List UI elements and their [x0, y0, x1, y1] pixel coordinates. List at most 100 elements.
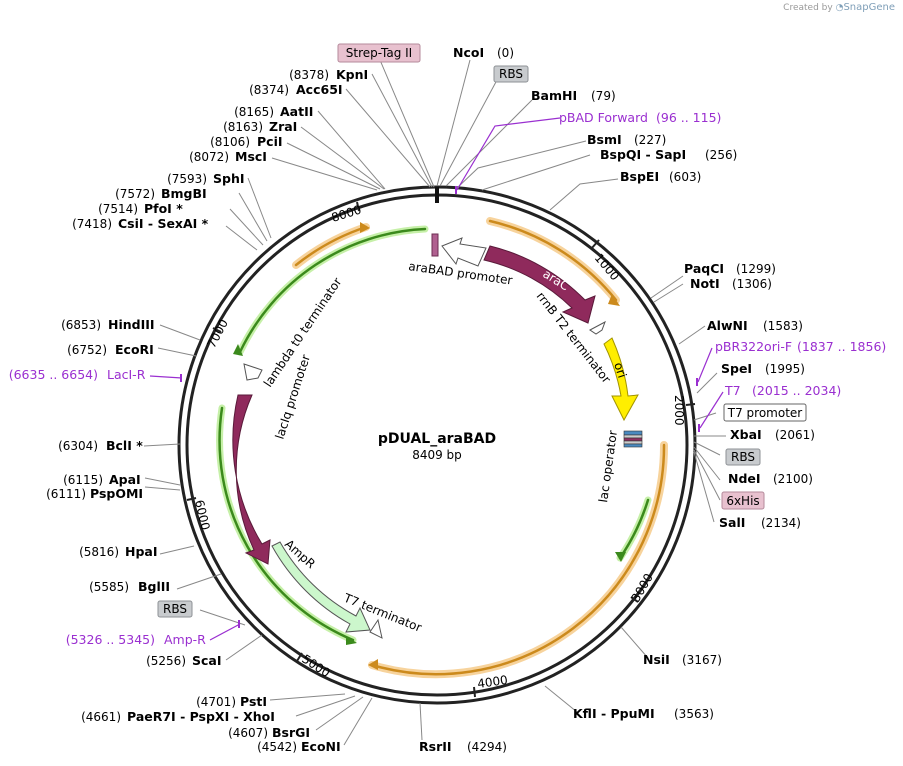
- site-sali-pos: (2134): [761, 516, 801, 530]
- origin-marker: [435, 187, 439, 203]
- site-msci: MscI: [235, 149, 267, 164]
- lac-operator-label: lac operator: [596, 429, 620, 503]
- primer-laci-r-range: (6635 .. 6654): [9, 367, 98, 382]
- site-ndei: NdeI: [728, 471, 761, 486]
- primer-pbr322ori-f-range: (1837 .. 1856): [797, 339, 886, 354]
- site-pspomi: PspOMI: [90, 486, 143, 501]
- site-hindiii-pos: (6853): [61, 318, 101, 332]
- green-arc-1: [238, 227, 427, 354]
- tick-label-8000: 8000: [330, 203, 363, 225]
- site-bcli: BclI *: [106, 438, 143, 453]
- site-aatii-pos: (8165): [234, 105, 274, 119]
- tick-mark-6000: [186, 497, 197, 501]
- orange-arc-2: [370, 443, 666, 676]
- site-paqci-pos: (1299): [736, 262, 776, 276]
- site-ecori: EcoRI: [115, 342, 154, 357]
- site-zrai-pos: (8163): [223, 120, 263, 134]
- site-kfli-ppumi: KflI - PpuMI: [573, 706, 655, 721]
- tick-mark-1000: [590, 239, 600, 250]
- site-hpai: HpaI: [125, 544, 158, 559]
- site-bglii-pos: (5585): [89, 580, 129, 594]
- site-csii-sexai-pos: (7418): [72, 217, 112, 231]
- site-bsmi-pos: (227): [634, 133, 666, 147]
- primer-labels: pBAD Forward (96 .. 115) pBR322ori-F (18…: [9, 110, 887, 647]
- orange-arc-1: [488, 219, 618, 302]
- primer-pbr322ori-f: pBR322ori-F: [715, 339, 792, 354]
- arac-feature: [483, 245, 596, 324]
- site-noti: NotI: [690, 276, 720, 291]
- tick-mark-4000: [473, 686, 476, 698]
- site-pcii: PciI: [257, 134, 283, 149]
- orange-arc-1-arrow: [608, 294, 620, 306]
- site-labels: NcoI (0) BamHI (79) BsmI (227) BspQI - S…: [46, 45, 815, 754]
- site-sphi-pos: (7593): [167, 172, 207, 186]
- primer-pbad-forward-range: (96 .. 115): [656, 110, 721, 125]
- site-econi: EcoNI: [301, 739, 341, 754]
- rbs-right-label: RBS: [731, 450, 755, 464]
- strep-tag-marker: [431, 233, 439, 257]
- primer-leader-lines: [149, 117, 724, 641]
- site-bamhi: BamHI: [531, 88, 577, 103]
- site-sali: SalI: [719, 515, 745, 530]
- tick-mark-7000: [212, 327, 222, 333]
- site-noti-pos: (1306): [732, 277, 772, 291]
- ori-feature: [603, 337, 639, 422]
- site-bglii: BglII: [138, 579, 170, 594]
- site-econi-pos: (4542): [257, 740, 297, 754]
- primer-markers: [180, 186, 700, 628]
- strep-tag-label: Strep-Tag II: [346, 46, 412, 60]
- watermark-brand: SnapGene: [843, 2, 895, 13]
- ori-label: ori: [611, 361, 629, 380]
- site-spei-pos: (1995): [765, 362, 805, 376]
- tick-label-4000: 4000: [476, 673, 508, 691]
- primer-t7: T7: [724, 383, 741, 398]
- t7-terminator-arrow: [369, 618, 383, 639]
- site-kpni: KpnI: [336, 67, 368, 82]
- plasmid-size: 8409 bp: [412, 448, 462, 462]
- site-bspei: BspEI: [620, 169, 659, 184]
- tick-label-5000: 5000: [299, 652, 332, 680]
- site-zrai: ZraI: [269, 119, 297, 134]
- rbs-left-label: RBS: [163, 602, 187, 616]
- leader-lines: [143, 59, 726, 746]
- site-apai-pos: (6115): [63, 473, 103, 487]
- green-arc-2: [218, 406, 355, 642]
- site-bmgbi-pos: (7572): [115, 187, 155, 201]
- site-aatii: AatII: [280, 104, 313, 119]
- 6xhis-label: 6xHis: [726, 494, 759, 508]
- site-bspei-pos: (603): [669, 170, 701, 184]
- tick-mark-8000: [356, 201, 360, 212]
- site-ndei-pos: (2100): [773, 472, 813, 486]
- boxed-feature-t7-promoter: T7 promoter: [723, 403, 807, 422]
- site-bsrgi-pos: (4607): [228, 726, 268, 740]
- site-ncoi-pos: (0): [497, 46, 514, 60]
- orange-arc-3-arrow: [360, 222, 370, 233]
- site-xbai: XbaI: [730, 427, 762, 442]
- site-bsrgi: BsrGI: [272, 725, 310, 740]
- site-alwni-pos: (1583): [763, 319, 803, 333]
- green-arc-2-arrow: [346, 636, 357, 645]
- site-xhoi-group-pos: (4661): [81, 710, 121, 724]
- green-arc-3-arrow: [615, 552, 626, 562]
- site-scai: ScaI: [192, 653, 222, 668]
- site-ecori-pos: (6752): [67, 343, 107, 357]
- boxed-feature-rbs-top: RBS: [493, 65, 529, 83]
- t7-promoter-label: T7 promoter: [727, 406, 803, 420]
- site-spei: SpeI: [721, 361, 752, 376]
- site-scai-pos: (5256): [146, 654, 186, 668]
- boxed-feature-rbs-left: RBS: [157, 600, 193, 618]
- site-csii-sexai: CsiI - SexAI *: [118, 216, 209, 231]
- site-paqci: PaqCI: [684, 261, 724, 276]
- site-alwni: AlwNI: [707, 318, 748, 333]
- laci-label: lacI: [235, 461, 252, 484]
- site-ncoi: NcoI: [453, 45, 484, 60]
- site-psti: PstI: [240, 694, 267, 709]
- site-pspomi-pos: (6111): [46, 487, 86, 501]
- laci-feature: [232, 394, 271, 565]
- site-bamhi-pos: (79): [591, 89, 616, 103]
- site-xbai-pos: (2061): [775, 428, 815, 442]
- green-arc-1-arrow: [233, 344, 243, 356]
- tick-mark-5000: [296, 652, 303, 662]
- rbs-top-label: RBS: [499, 67, 523, 81]
